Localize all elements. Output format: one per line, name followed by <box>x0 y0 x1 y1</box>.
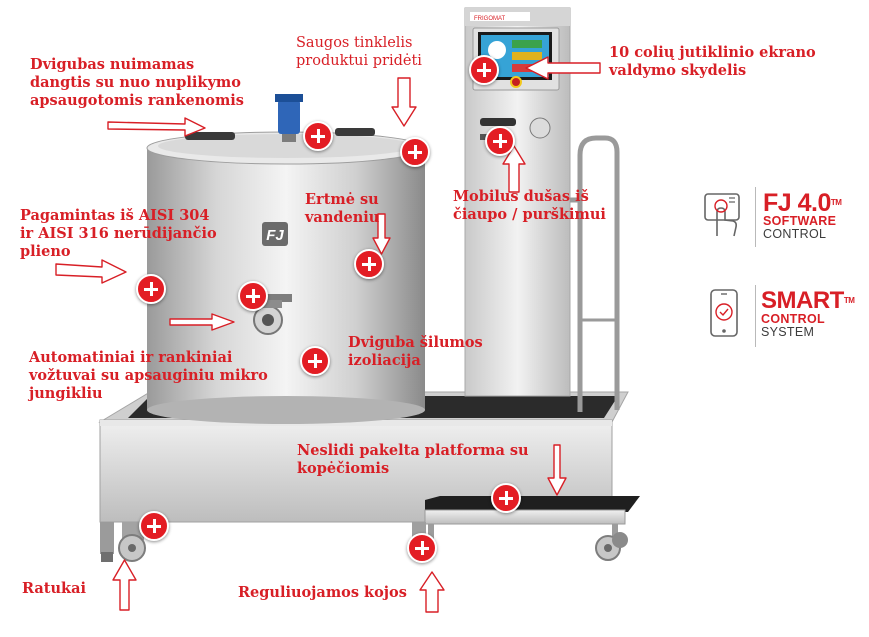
smart-badge: SMARTTM CONTROL SYSTEM <box>703 285 863 347</box>
label-valves: Automatiniai ir rankiniai vožtuvai su ap… <box>29 349 268 402</box>
fj40-line1: SOFTWARE <box>763 214 837 228</box>
smart-title: SMART <box>761 287 844 314</box>
hotspot-legs[interactable] <box>407 533 437 563</box>
hotspot-valves[interactable] <box>238 281 268 311</box>
hotspot-water[interactable] <box>354 249 384 279</box>
tank-logo: FJ <box>266 227 284 244</box>
fj40-title: FJ 4.0 <box>763 189 831 217</box>
tank-body: FJ <box>146 94 426 424</box>
smart-line1: CONTROL <box>761 312 825 326</box>
label-water: Ertmė su vandeniu <box>305 191 380 226</box>
smart-divider <box>755 285 756 347</box>
label-wheels: Ratukai <box>22 580 86 597</box>
label-legs: Reguliuojamos kojos <box>238 584 407 601</box>
hotspot-screen[interactable] <box>469 55 499 85</box>
wheels <box>100 522 628 562</box>
fj40-line2: CONTROL <box>763 227 827 241</box>
label-shower: Mobilus dušas iš čiaupo / purškimui <box>453 188 606 223</box>
label-insulation: Dviguba šilumos izoliacija <box>348 334 483 369</box>
label-grid: Saugos tinklelis produktui pridėti <box>296 35 422 69</box>
touch-hand-icon <box>704 193 740 237</box>
label-screen: 10 colių jutiklinio ekrano valdymo skyde… <box>609 44 816 79</box>
hotspot-platform[interactable] <box>491 483 521 513</box>
fj40-badge: FJ 4.0TM SOFTWARE CONTROL <box>703 187 853 247</box>
panel-brand: FRIGOMAT <box>474 16 506 22</box>
fj40-tm: TM <box>830 198 842 207</box>
smart-tm: TM <box>843 296 855 305</box>
smartphone-check-icon <box>710 289 738 337</box>
hotspot-steel[interactable] <box>136 274 166 304</box>
hotspot-grid[interactable] <box>400 137 430 167</box>
hotspot-shower[interactable] <box>485 126 515 156</box>
hotspot-lid[interactable] <box>303 121 333 151</box>
smart-line2: SYSTEM <box>761 325 815 339</box>
fj40-divider <box>755 187 756 247</box>
label-platform: Neslidi pakelta platforma su kopėčiomis <box>297 442 529 477</box>
hotspot-wheels[interactable] <box>139 511 169 541</box>
label-lid: Dvigubas nuimamas dangtis su nuo nupliky… <box>30 56 244 109</box>
hotspot-insulation[interactable] <box>300 346 330 376</box>
handrail <box>570 135 620 412</box>
label-steel: Pagamintas iš AISI 304 ir AISI 316 nerūd… <box>20 207 217 260</box>
pointer-arrows <box>55 56 601 613</box>
